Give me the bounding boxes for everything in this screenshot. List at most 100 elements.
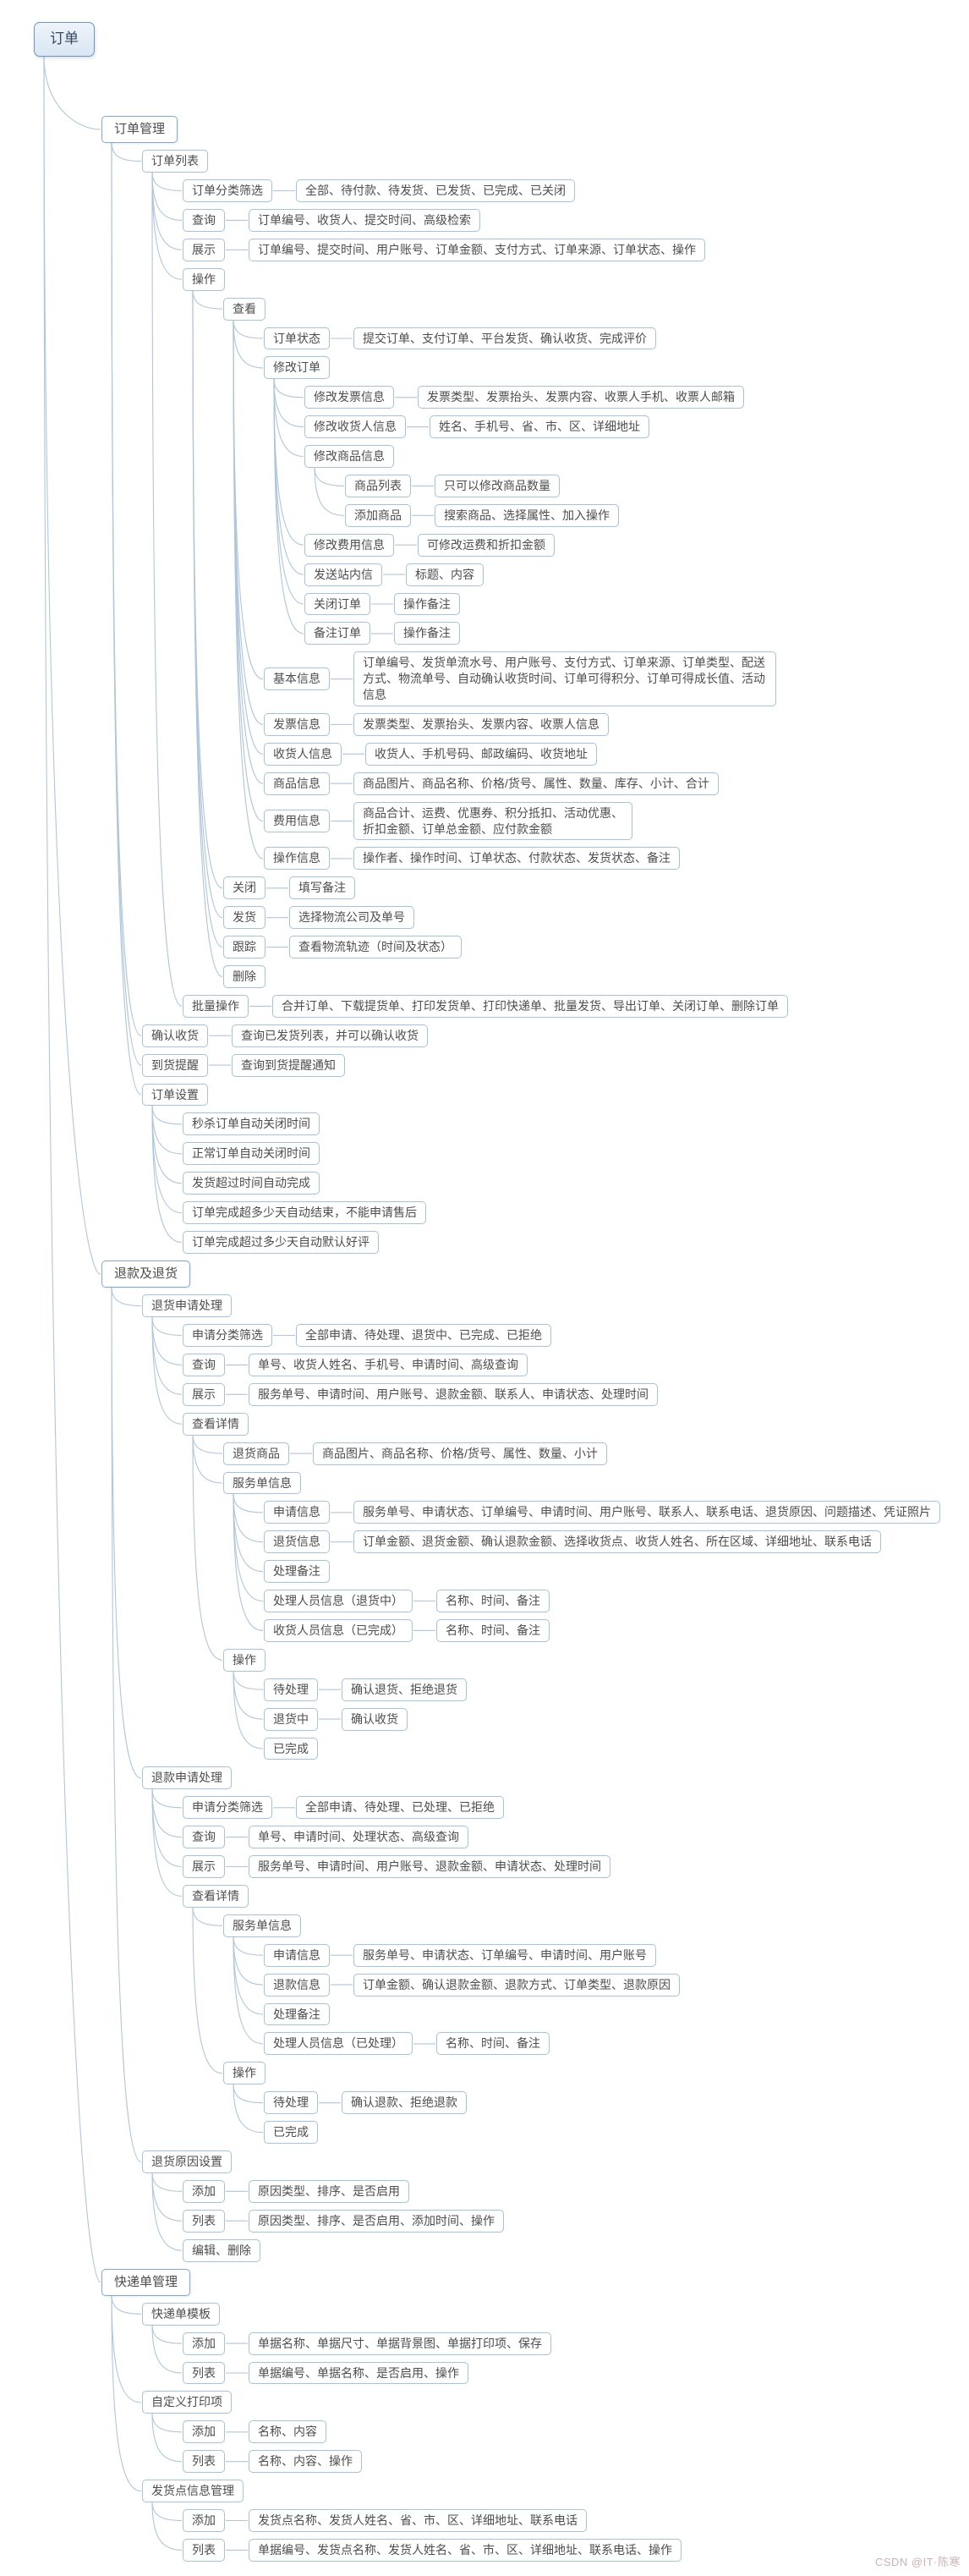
mindmap-detail-node[interactable]: 名称、内容 [249,2420,326,2444]
mindmap-node[interactable]: 订单状态 [264,327,330,350]
mindmap-node[interactable]: 批量操作 [183,994,249,1018]
mindmap-detail-node[interactable]: 查询到货提醒通知 [232,1053,345,1077]
mindmap-node[interactable]: 发票信息 [264,713,330,736]
mindmap-node[interactable]: 已完成 [264,1737,318,1760]
mindmap-node[interactable]: 关闭 [223,876,266,900]
mindmap-detail-node[interactable]: 服务单号、申请状态、订单编号、申请时间、用户账号、联系人、联系电话、退货原因、问… [353,1501,940,1524]
mindmap-detail-node[interactable]: 原因类型、排序、是否启用 [249,2179,409,2203]
mindmap-node[interactable]: 自定义打印项 [142,2391,232,2414]
mindmap-node[interactable]: 添加 [183,2420,225,2444]
mindmap-node[interactable]: 订单完成超过多少天自动默认好评 [183,1231,379,1254]
mindmap-detail-node[interactable]: 订单金额、退货金额、确认退款金额、选择收货点、收货人姓名、所在区域、详细地址、联… [353,1530,881,1554]
mindmap-node[interactable]: 关闭订单 [304,592,370,616]
mindmap-node[interactable]: 处理人员信息（退货中） [264,1590,413,1612]
mindmap-detail-node[interactable]: 收货人、手机号码、邮政编码、收货地址 [365,742,597,766]
mindmap-node[interactable]: 退款及退货 [101,1260,191,1288]
mindmap-node[interactable]: 基本信息 [264,667,330,691]
mindmap-detail-node[interactable]: 原因类型、排序、是否启用、添加时间、操作 [249,2209,504,2233]
mindmap-node[interactable]: 确认收货 [142,1024,208,1047]
mindmap-node[interactable]: 发货点信息管理 [142,2480,244,2503]
mindmap-node[interactable]: 退货中 [264,1707,318,1731]
mindmap-node[interactable]: 添加 [183,2509,225,2532]
mindmap-node[interactable]: 展示 [183,1855,225,1878]
mindmap-detail-node[interactable]: 操作备注 [394,622,460,645]
mindmap-detail-node[interactable]: 名称、时间、备注 [436,2032,550,2056]
mindmap-node[interactable]: 退款信息 [264,1973,330,1997]
mindmap-node[interactable]: 添加商品 [345,503,411,527]
mindmap-detail-node[interactable]: 全部申请、待处理、已处理、已拒绝 [296,1796,504,1820]
mindmap-node[interactable]: 查询 [183,1826,225,1849]
mindmap-node[interactable]: 发货 [223,906,266,930]
mindmap-detail-node[interactable]: 选择物流公司及单号 [289,906,414,930]
mindmap-node[interactable]: 申请分类筛选 [183,1324,272,1347]
mindmap-detail-node[interactable]: 填写备注 [289,876,355,900]
mindmap-node[interactable]: 修改商品信息 [304,445,394,468]
mindmap-node[interactable]: 订单管理 [101,115,178,144]
mindmap-node[interactable]: 退货申请处理 [142,1294,232,1318]
mindmap-node[interactable]: 处理备注 [264,2002,330,2026]
mindmap-node[interactable]: 操作信息 [264,847,330,871]
mindmap-node[interactable]: 收货人信息 [264,742,342,766]
mindmap-detail-node[interactable]: 标题、内容 [406,563,484,586]
mindmap-detail-node[interactable]: 商品图片、商品名称、价格/货号、属性、数量、小计 [313,1442,607,1465]
mindmap-node[interactable]: 查看详情 [183,1412,249,1436]
mindmap-detail-node[interactable]: 服务单号、申请时间、用户账号、退款金额、联系人、申请状态、处理时间 [249,1382,658,1406]
mindmap-detail-node[interactable]: 名称、内容、操作 [249,2450,362,2474]
mindmap-detail-node[interactable]: 只可以修改商品数量 [435,474,560,497]
mindmap-node[interactable]: 收货人员信息（已完成） [264,1618,413,1642]
mindmap-node[interactable]: 查询 [183,1353,225,1376]
mindmap-node[interactable]: 商品列表 [345,474,411,497]
mindmap-detail-node[interactable]: 单据编号、发货点名称、发货人姓名、省、市、区、详细地址、联系电话、操作 [249,2538,682,2562]
mindmap-node[interactable]: 查询 [183,208,225,232]
mindmap-node[interactable]: 处理人员信息（已处理） [264,2032,413,2056]
mindmap-detail-node[interactable]: 确认退货、拒绝退货 [342,1678,467,1701]
mindmap-node[interactable]: 修改订单 [264,356,330,380]
mindmap-node[interactable]: 退货信息 [264,1530,330,1554]
mindmap-node[interactable]: 发送站内信 [304,563,382,586]
mindmap-detail-node[interactable]: 操作者、操作时间、订单状态、付款状态、发货状态、备注 [353,847,680,871]
mindmap-detail-node[interactable]: 订单编号、发货单流水号、用户账号、支付方式、订单来源、订单类型、配送方式、物流单… [353,651,776,706]
mindmap-detail-node[interactable]: 订单金额、确认退款金额、退款方式、订单类型、退款原因 [353,1973,680,1997]
mindmap-detail-node[interactable]: 订单编号、提交时间、用户账号、订单金额、支付方式、订单来源、订单状态、操作 [249,238,705,261]
mindmap-detail-node[interactable]: 姓名、手机号、省、市、区、详细地址 [430,415,649,439]
mindmap-node[interactable]: 快递单模板 [142,2302,220,2326]
mindmap-node[interactable]: 服务单信息 [223,1471,301,1495]
mindmap-node[interactable]: 列表 [183,2209,225,2233]
mindmap-node[interactable]: 查看详情 [183,1884,249,1908]
mindmap-node[interactable]: 订单分类筛选 [183,179,272,202]
mindmap-detail-node[interactable]: 查询已发货列表，并可以确认收货 [232,1024,428,1047]
mindmap-node[interactable]: 查看 [223,297,266,321]
mindmap-node[interactable]: 操作 [223,2062,266,2085]
mindmap-node[interactable]: 订单列表 [142,150,208,173]
mindmap-detail-node[interactable]: 发票类型、发票抬头、发票内容、收票人手机、收票人邮箱 [418,386,744,409]
mindmap-detail-node[interactable]: 发票类型、发票抬头、发票内容、收票人信息 [353,713,609,736]
mindmap-detail-node[interactable]: 单号、申请时间、处理状态、高级查询 [249,1826,468,1849]
mindmap-detail-node[interactable]: 查看物流轨迹（时间及状态） [289,936,462,959]
mindmap-detail-node[interactable]: 订单编号、收货人、提交时间、高级检索 [249,208,480,232]
mindmap-detail-node[interactable]: 名称、时间、备注 [436,1590,550,1612]
mindmap-detail-node[interactable]: 服务单号、申请状态、订单编号、申请时间、用户账号 [353,1943,656,1967]
mindmap-node[interactable]: 到货提醒 [142,1053,208,1077]
mindmap-detail-node[interactable]: 确认退款、拒绝退款 [342,2091,467,2115]
mindmap-detail-node[interactable]: 商品图片、商品名称、价格/货号、属性、数量、库存、小计、合计 [353,772,719,795]
mindmap-root-node[interactable]: 订单 [34,22,95,57]
mindmap-node[interactable]: 秒杀订单自动关闭时间 [183,1112,320,1136]
mindmap-detail-node[interactable]: 单据名称、单据尺寸、单据背景图、单据打印项、保存 [249,2332,551,2355]
mindmap-node[interactable]: 快递单管理 [101,2268,191,2296]
mindmap-node[interactable]: 跟踪 [223,936,266,959]
mindmap-detail-node[interactable]: 全部、待付款、待发货、已发货、已完成、已关闭 [296,179,575,202]
mindmap-node[interactable]: 修改费用信息 [304,533,394,557]
mindmap-node[interactable]: 操作 [183,267,225,291]
mindmap-node[interactable]: 列表 [183,2538,225,2562]
mindmap-node[interactable]: 处理备注 [264,1560,330,1584]
mindmap-detail-node[interactable]: 单据编号、单据名称、是否启用、操作 [249,2361,468,2385]
mindmap-detail-node[interactable]: 商品合计、运费、优惠券、积分抵扣、活动优惠、折扣金额、订单总金额、应付款金额 [353,801,632,841]
mindmap-detail-node[interactable]: 提交订单、支付订单、平台发货、确认收货、完成评价 [353,327,656,350]
mindmap-detail-node[interactable]: 单号、收货人姓名、手机号、申请时间、高级查询 [249,1353,528,1376]
mindmap-node[interactable]: 列表 [183,2361,225,2385]
mindmap-detail-node[interactable]: 确认收货 [342,1707,408,1731]
mindmap-detail-node[interactable]: 搜索商品、选择属性、加入操作 [435,503,619,527]
mindmap-node[interactable]: 退货商品 [223,1442,289,1465]
mindmap-node[interactable]: 费用信息 [264,810,330,832]
mindmap-node[interactable]: 展示 [183,238,225,261]
